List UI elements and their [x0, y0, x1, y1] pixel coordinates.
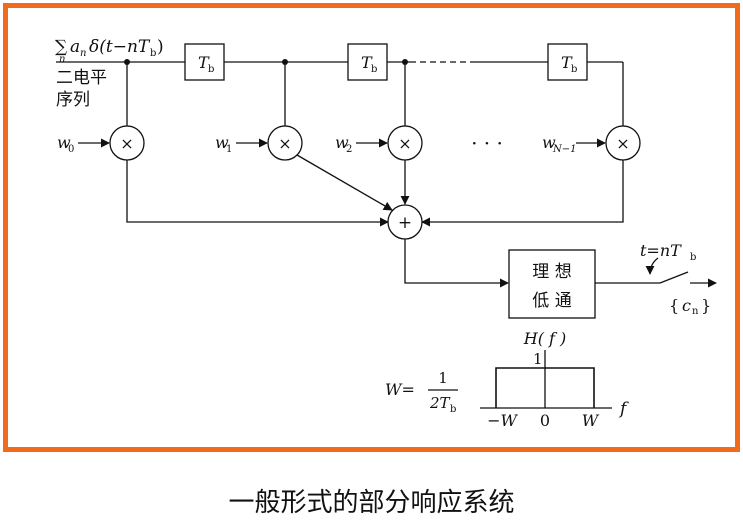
multiplier-N-1: × — [605, 125, 641, 161]
svg-text:w: w — [57, 133, 71, 152]
tick-w: W — [582, 411, 600, 430]
svg-text:b: b — [571, 64, 577, 75]
sampler-switch — [595, 257, 717, 288]
figure-caption: 一般形式的部分响应系统 — [228, 488, 515, 518]
svg-text:w: w — [335, 133, 349, 152]
ellipsis: · · · — [471, 131, 503, 155]
svg-text:0: 0 — [68, 144, 74, 155]
svg-text:×: × — [278, 134, 291, 153]
weight-w1-label: w 1 — [215, 133, 232, 155]
svg-text:w: w — [215, 133, 229, 152]
multiplier-2: × — [387, 125, 423, 161]
svg-text:低 通: 低 通 — [532, 291, 571, 311]
summing-wires — [126, 154, 624, 227]
svg-text:序列: 序列 — [56, 90, 90, 110]
svg-text:×: × — [398, 134, 411, 153]
svg-text:T: T — [361, 53, 373, 72]
svg-text:{: { — [669, 296, 679, 315]
sampler-label: t=nT b — [640, 241, 696, 263]
svg-text:n: n — [59, 54, 65, 65]
adder-to-filter-wire — [404, 239, 509, 288]
svg-text:二电平: 二电平 — [56, 68, 107, 88]
tick-neg-w: −W — [487, 411, 518, 430]
frequency-response-plot: H( f ) 1 −W 0 W f — [480, 329, 629, 430]
svg-text:n: n — [692, 306, 699, 317]
svg-text:×: × — [616, 134, 629, 153]
svg-text:b: b — [450, 404, 456, 415]
ideal-lowpass-filter: 理 想 低 通 — [508, 249, 596, 319]
svg-text:c: c — [682, 296, 691, 315]
svg-text:×: × — [120, 134, 133, 153]
tap-wires — [126, 62, 624, 126]
multiplier-0: × — [109, 125, 145, 161]
svg-text:∑: ∑ — [55, 37, 67, 57]
svg-text:b: b — [690, 252, 696, 263]
svg-text:a: a — [70, 37, 80, 57]
svg-text:W=: W= — [385, 380, 415, 399]
weight-w2-label: w 2 — [335, 133, 352, 155]
bandwidth-formula: W= 1 2T b — [385, 369, 458, 415]
svg-text:}: } — [701, 296, 711, 315]
svg-text:N−1: N−1 — [552, 144, 577, 155]
svg-text:T: T — [561, 53, 573, 72]
response-level: 1 — [533, 350, 543, 368]
weight-w0-label: w 0 — [57, 133, 74, 155]
weight-wN-1-label: w N−1 — [542, 133, 577, 155]
input-sequence-label: ∑ n a n δ(t−nT b ) 二电平 序列 — [55, 37, 164, 110]
partial-response-diagram: ∑ n a n δ(t−nT b ) 二电平 序列 T b T b T b — [55, 37, 717, 430]
svg-text:1: 1 — [226, 144, 232, 155]
response-title: H( f ) — [523, 329, 567, 348]
tick-zero: 0 — [540, 411, 550, 430]
svg-text:1: 1 — [438, 369, 448, 387]
multiplier-1: × — [267, 125, 303, 161]
delay-box-1: T b — [184, 43, 225, 81]
svg-text:w: w — [542, 133, 556, 152]
svg-text:n: n — [80, 48, 86, 59]
adder: + — [387, 204, 423, 240]
svg-text:2: 2 — [346, 144, 352, 155]
svg-text:2T: 2T — [429, 394, 451, 412]
svg-text:b: b — [150, 48, 156, 59]
svg-text:理 想: 理 想 — [532, 262, 571, 282]
output-sequence-label: { c n } — [669, 296, 711, 317]
orange-frame — [3, 3, 740, 452]
svg-text:t=nT: t=nT — [640, 241, 682, 260]
svg-text:b: b — [208, 64, 214, 75]
svg-text:δ(t−nT: δ(t−nT — [89, 37, 151, 57]
delay-box-3: T b — [547, 43, 588, 81]
svg-text:+: + — [398, 213, 412, 233]
delay-box-2: T b — [347, 43, 388, 81]
freq-axis-label: f — [618, 399, 629, 419]
svg-text:b: b — [371, 64, 377, 75]
svg-text:T: T — [198, 53, 210, 72]
svg-text:): ) — [157, 37, 164, 57]
